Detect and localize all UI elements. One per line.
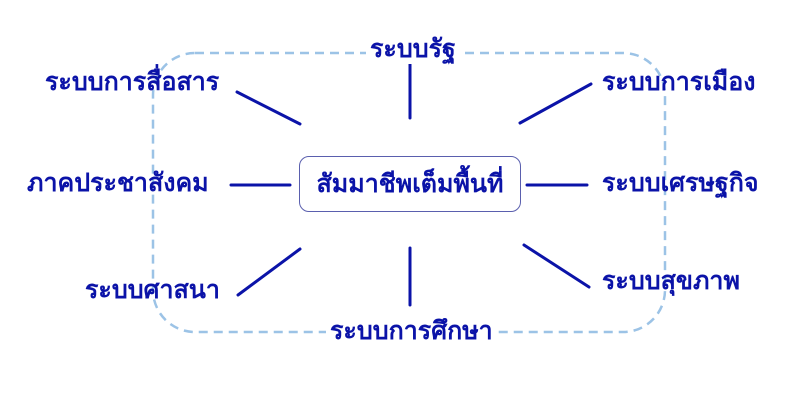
center-node-label: สัมมาชีพเต็มพื้นที่ bbox=[316, 169, 504, 198]
center-node: สัมมาชีพเต็มพื้นที่ bbox=[299, 156, 521, 212]
connector-bottom-right bbox=[522, 243, 591, 289]
connector-top-left bbox=[235, 90, 302, 126]
node-top-left: ระบบการสื่อสาร bbox=[45, 67, 220, 96]
node-bottom-right: ระบบสุขภาพ bbox=[602, 266, 740, 295]
node-bottom-left: ระบบศาสนา bbox=[85, 275, 220, 304]
node-right: ระบบเศรษฐกิจ bbox=[602, 168, 759, 197]
connector-bottom-left bbox=[236, 247, 302, 297]
node-top: ระบบรัฐ bbox=[366, 34, 460, 64]
node-left: ภาคประชาสังคม bbox=[27, 168, 209, 197]
node-bottom: ระบบการศึกษา bbox=[326, 316, 497, 346]
connector-top-right bbox=[518, 82, 593, 125]
node-top-right: ระบบการเมือง bbox=[602, 67, 756, 96]
